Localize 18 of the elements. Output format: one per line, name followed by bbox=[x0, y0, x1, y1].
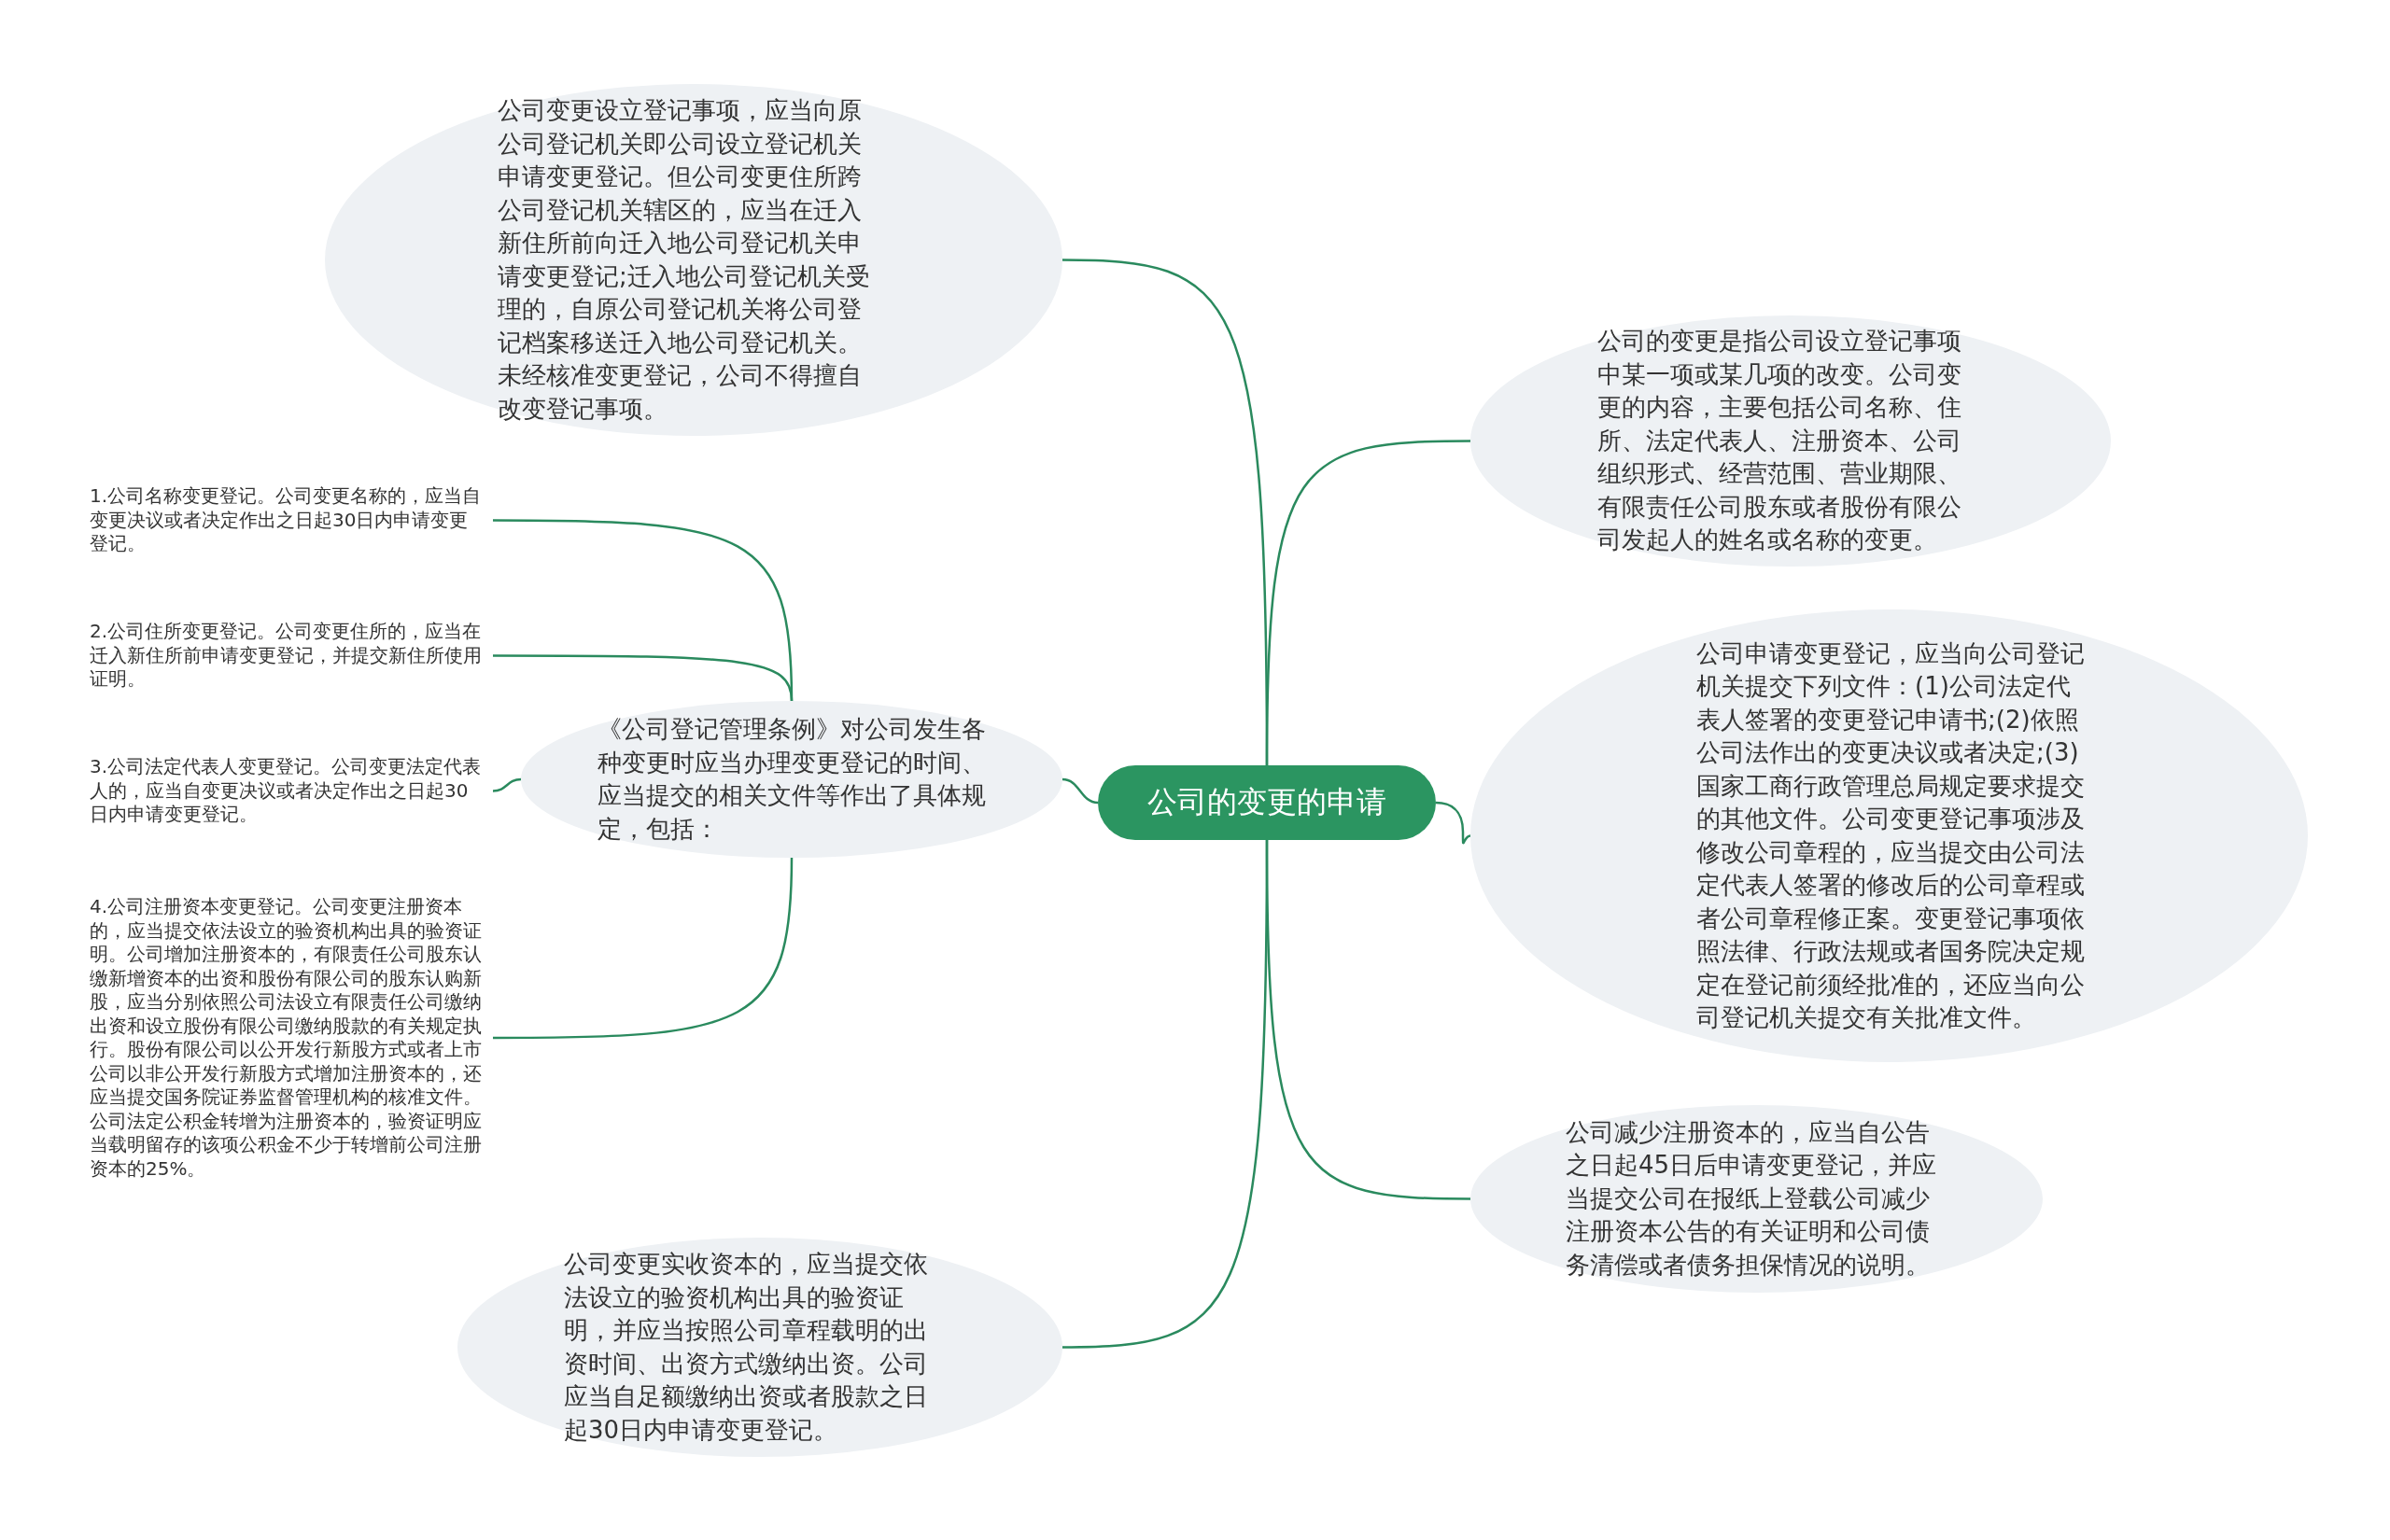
topic-text: 公司变更实收资本的，应当提交依法设立的验资机构出具的验资证明，并应当按照公司章程载明的出资时间、出资方式缴纳出资。公司应当自足额缴纳出资或者股款之日起30日内申请变更登记。 bbox=[564, 1249, 929, 1446]
central-topic-text: 公司的变更的申请 bbox=[1147, 786, 1386, 819]
subtopic-text: 4.公司注册资本变更登记。公司变更注册资本的，应当提交依法设立的验资机构出具的验资证明。公司增加注册资本的，有限责任公司股东认缴新增资本的出资和股份有限公司的股东认购新股，应当分别依照公司法设立有限责任公司缴纳出资和设立股份有限公司缴纳股款的有关规定执行。股份有限公司以公开发行新股方式或者上市公司以非公开发行新股方式增加注册资本的，还应当提交国务院证券监督管理机构的核准文件。公司法定公积金转增为注册资本的，验资证明应当载明留存的该项公积金不少于转增前公司注册资本的25%。 bbox=[90, 885, 493, 1191]
connector-line bbox=[1265, 440, 1470, 765]
topic-text: 《公司登记管理条例》对公司发生各种变更时应当办理变更登记的时间、应当提交的相关文件等作出了具体规定，包括： bbox=[598, 714, 987, 845]
topic-text: 公司申请变更登记，应当向公司登记机关提交下列文件：(1)公司法定代表人签署的变更登记申请书;(2)依照公司法作出的变更决议或者决定;(3)国家工商行政管理总局规定要求提交的其他文件。公司变更登记事项涉及修改公司章程的，应当提交由公司法定代表人签署的修改后的公司章程或者公司章程修正案。变更登记事项依照法律、行政法规或者国务院决定规定在登记前须经批准的，还应当向公司登记机关提交有关批准文件。 bbox=[1696, 637, 2086, 1033]
connector-line bbox=[492, 777, 522, 792]
connector-line bbox=[493, 857, 794, 1040]
subtopic-text: 3.公司法定代表人变更登记。公司变更法定代表人的，应当自变更决议或者决定作出之日起30日内申请变更登记。 bbox=[90, 751, 493, 831]
connector-line bbox=[493, 654, 794, 702]
topic-text: 公司的变更是指公司设立登记事项中某一项或某几项的改变。公司变更的内容，主要包括公司名称、住所、法定代表人、注册资本、公司组织形式、经营范围、营业期限、有限责任公司股东或者股份有限公司发起人的姓名或名称的变更。 bbox=[1597, 326, 1962, 556]
topic-text: 公司变更设立登记事项，应当向原公司登记机关即公司设立登记机关申请变更登记。但公司变更住所跨公司登记机关辖区的，应当在迁入新住所前向迁入地公司登记机关申请变更登记;迁入地公司登记机关受理的，自原公司登记机关将公司登记档案移送迁入地公司登记机关。未经核准变更登记，公司不得擅自改变登记事项。 bbox=[498, 95, 871, 425]
connector-line bbox=[1061, 840, 1269, 1349]
connector-line bbox=[1061, 777, 1099, 805]
topic-text: 公司减少注册资本的，应当自公告之日起45日后申请变更登记，并应当提交公司在报纸上登载公司减少注册资本公告的有关证明和公司债务清偿或者债务担保情况的说明。 bbox=[1566, 1116, 1938, 1281]
subtopic-text: 1.公司名称变更登记。公司变更名称的，应当自变更决议或者决定作出之日起30日内申请变更登记。 bbox=[90, 481, 493, 560]
subtopic-text: 2.公司住所变更登记。公司变更住所的，应当在迁入新住所前申请变更登记，并提交新住所使用证明。 bbox=[90, 616, 493, 695]
connector-line bbox=[1435, 801, 1471, 844]
